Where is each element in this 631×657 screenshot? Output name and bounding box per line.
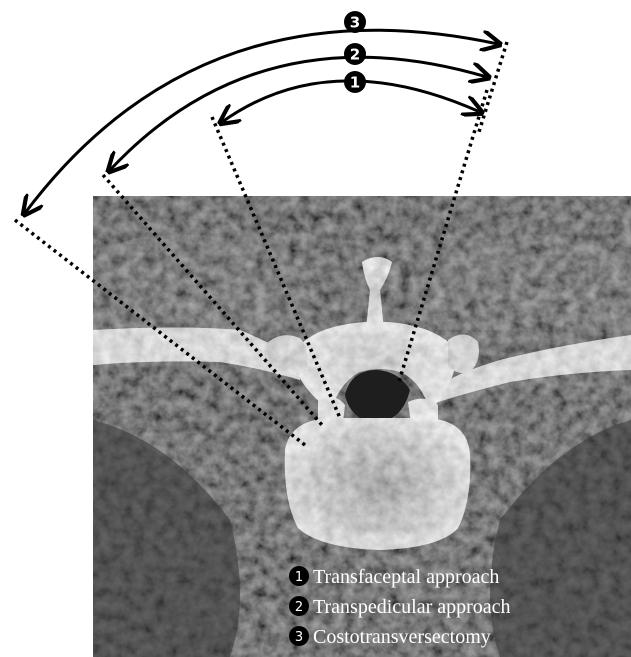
vertebral-body xyxy=(285,418,470,550)
legend-number-1: 1 xyxy=(295,570,303,585)
arc-badge-1-number: 1 xyxy=(350,74,360,92)
legend-item-3: 3 Costotransversectomy xyxy=(289,626,491,648)
legend: 1 Transfaceptal approach 2 Transpedicula… xyxy=(289,566,511,648)
legend-label-1: Transfaceptal approach xyxy=(313,566,499,588)
approach-arcs xyxy=(25,30,498,213)
arc-badge-3: 3 xyxy=(344,11,366,33)
legend-label-2: Transpedicular approach xyxy=(313,596,511,618)
arc-badge-3-number: 3 xyxy=(350,14,360,32)
legend-number-2: 2 xyxy=(295,600,303,615)
arc-badge-2-number: 2 xyxy=(350,46,360,64)
arc-badge-1: 1 xyxy=(344,71,366,93)
legend-item-2: 2 Transpedicular approach xyxy=(289,596,511,618)
legend-label-3: Costotransversectomy xyxy=(313,626,491,648)
arc-3 xyxy=(25,30,498,213)
legend-number-3: 3 xyxy=(295,630,303,645)
legend-item-1: 1 Transfaceptal approach xyxy=(289,566,499,588)
arc-badge-2: 2 xyxy=(344,43,366,65)
arc-2 xyxy=(110,57,487,170)
transverse-process-left xyxy=(264,335,307,376)
trajectory-outer-right xyxy=(478,42,507,135)
